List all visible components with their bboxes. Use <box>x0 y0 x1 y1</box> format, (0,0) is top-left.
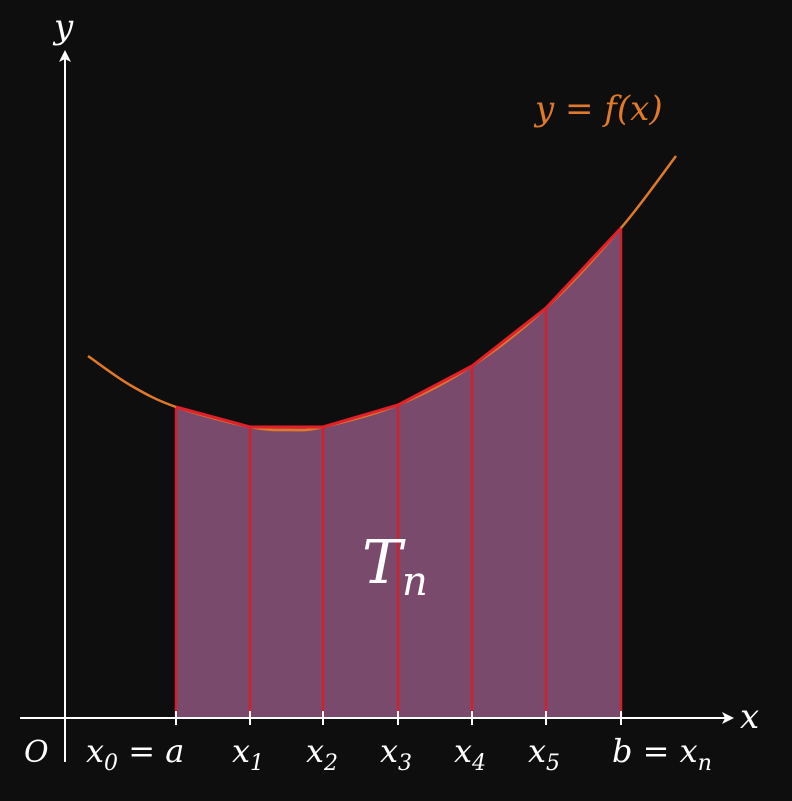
x-axis-label: x <box>740 697 759 737</box>
trapezoid-2 <box>250 427 323 718</box>
area-label-main: T <box>362 528 406 598</box>
tick-label-sub: 5 <box>546 751 560 776</box>
x-axis-arrow <box>722 712 734 724</box>
trapezoid-4 <box>398 366 472 718</box>
y-axis-arrow <box>59 50 71 62</box>
tick-label-suffix: = a <box>118 732 184 770</box>
tick-label-6: b = xn <box>612 732 712 776</box>
y-axis-label: y <box>52 7 74 47</box>
tick-label-4: x4 <box>454 732 486 776</box>
trapezoid-1 <box>176 407 250 718</box>
tick-label-1: x1 <box>232 732 264 776</box>
tick-label-main: x <box>454 732 472 770</box>
tick-label-3: x3 <box>380 732 412 776</box>
tick-label-0: x0 = a <box>86 732 184 776</box>
x-axis-ticks <box>64 711 622 762</box>
tick-label-main: b = <box>612 732 669 770</box>
trapezoid-5 <box>472 308 546 718</box>
tick-label-sub: 3 <box>398 751 412 776</box>
tick-label-5: x5 <box>528 732 560 776</box>
tick-label-main: x <box>528 732 546 770</box>
tick-label-main: x <box>232 732 250 770</box>
tick-label-2: x2 <box>306 732 338 776</box>
tick-label-tail: x <box>669 732 697 770</box>
tick-label-sub: 2 <box>323 751 338 776</box>
tick-label-main: x <box>380 732 398 770</box>
tick-label-main: x <box>86 732 104 770</box>
tick-label-main: x <box>306 732 324 770</box>
tick-label-sub: n <box>698 751 712 776</box>
curve-label: y = f(x) <box>533 89 663 129</box>
area-label-sub: n <box>402 559 428 605</box>
tick-label-sub: 4 <box>471 751 486 776</box>
origin-label: O <box>24 735 49 770</box>
tick-label-sub: 1 <box>250 751 264 776</box>
area-label: Tn <box>362 528 428 605</box>
trapezoid-top-chords <box>175 226 623 429</box>
trapezoid-6 <box>546 228 621 718</box>
tick-label-sub: 0 <box>104 751 118 776</box>
trapezoid-strips <box>174 228 623 718</box>
trapezoid-3 <box>323 405 398 718</box>
